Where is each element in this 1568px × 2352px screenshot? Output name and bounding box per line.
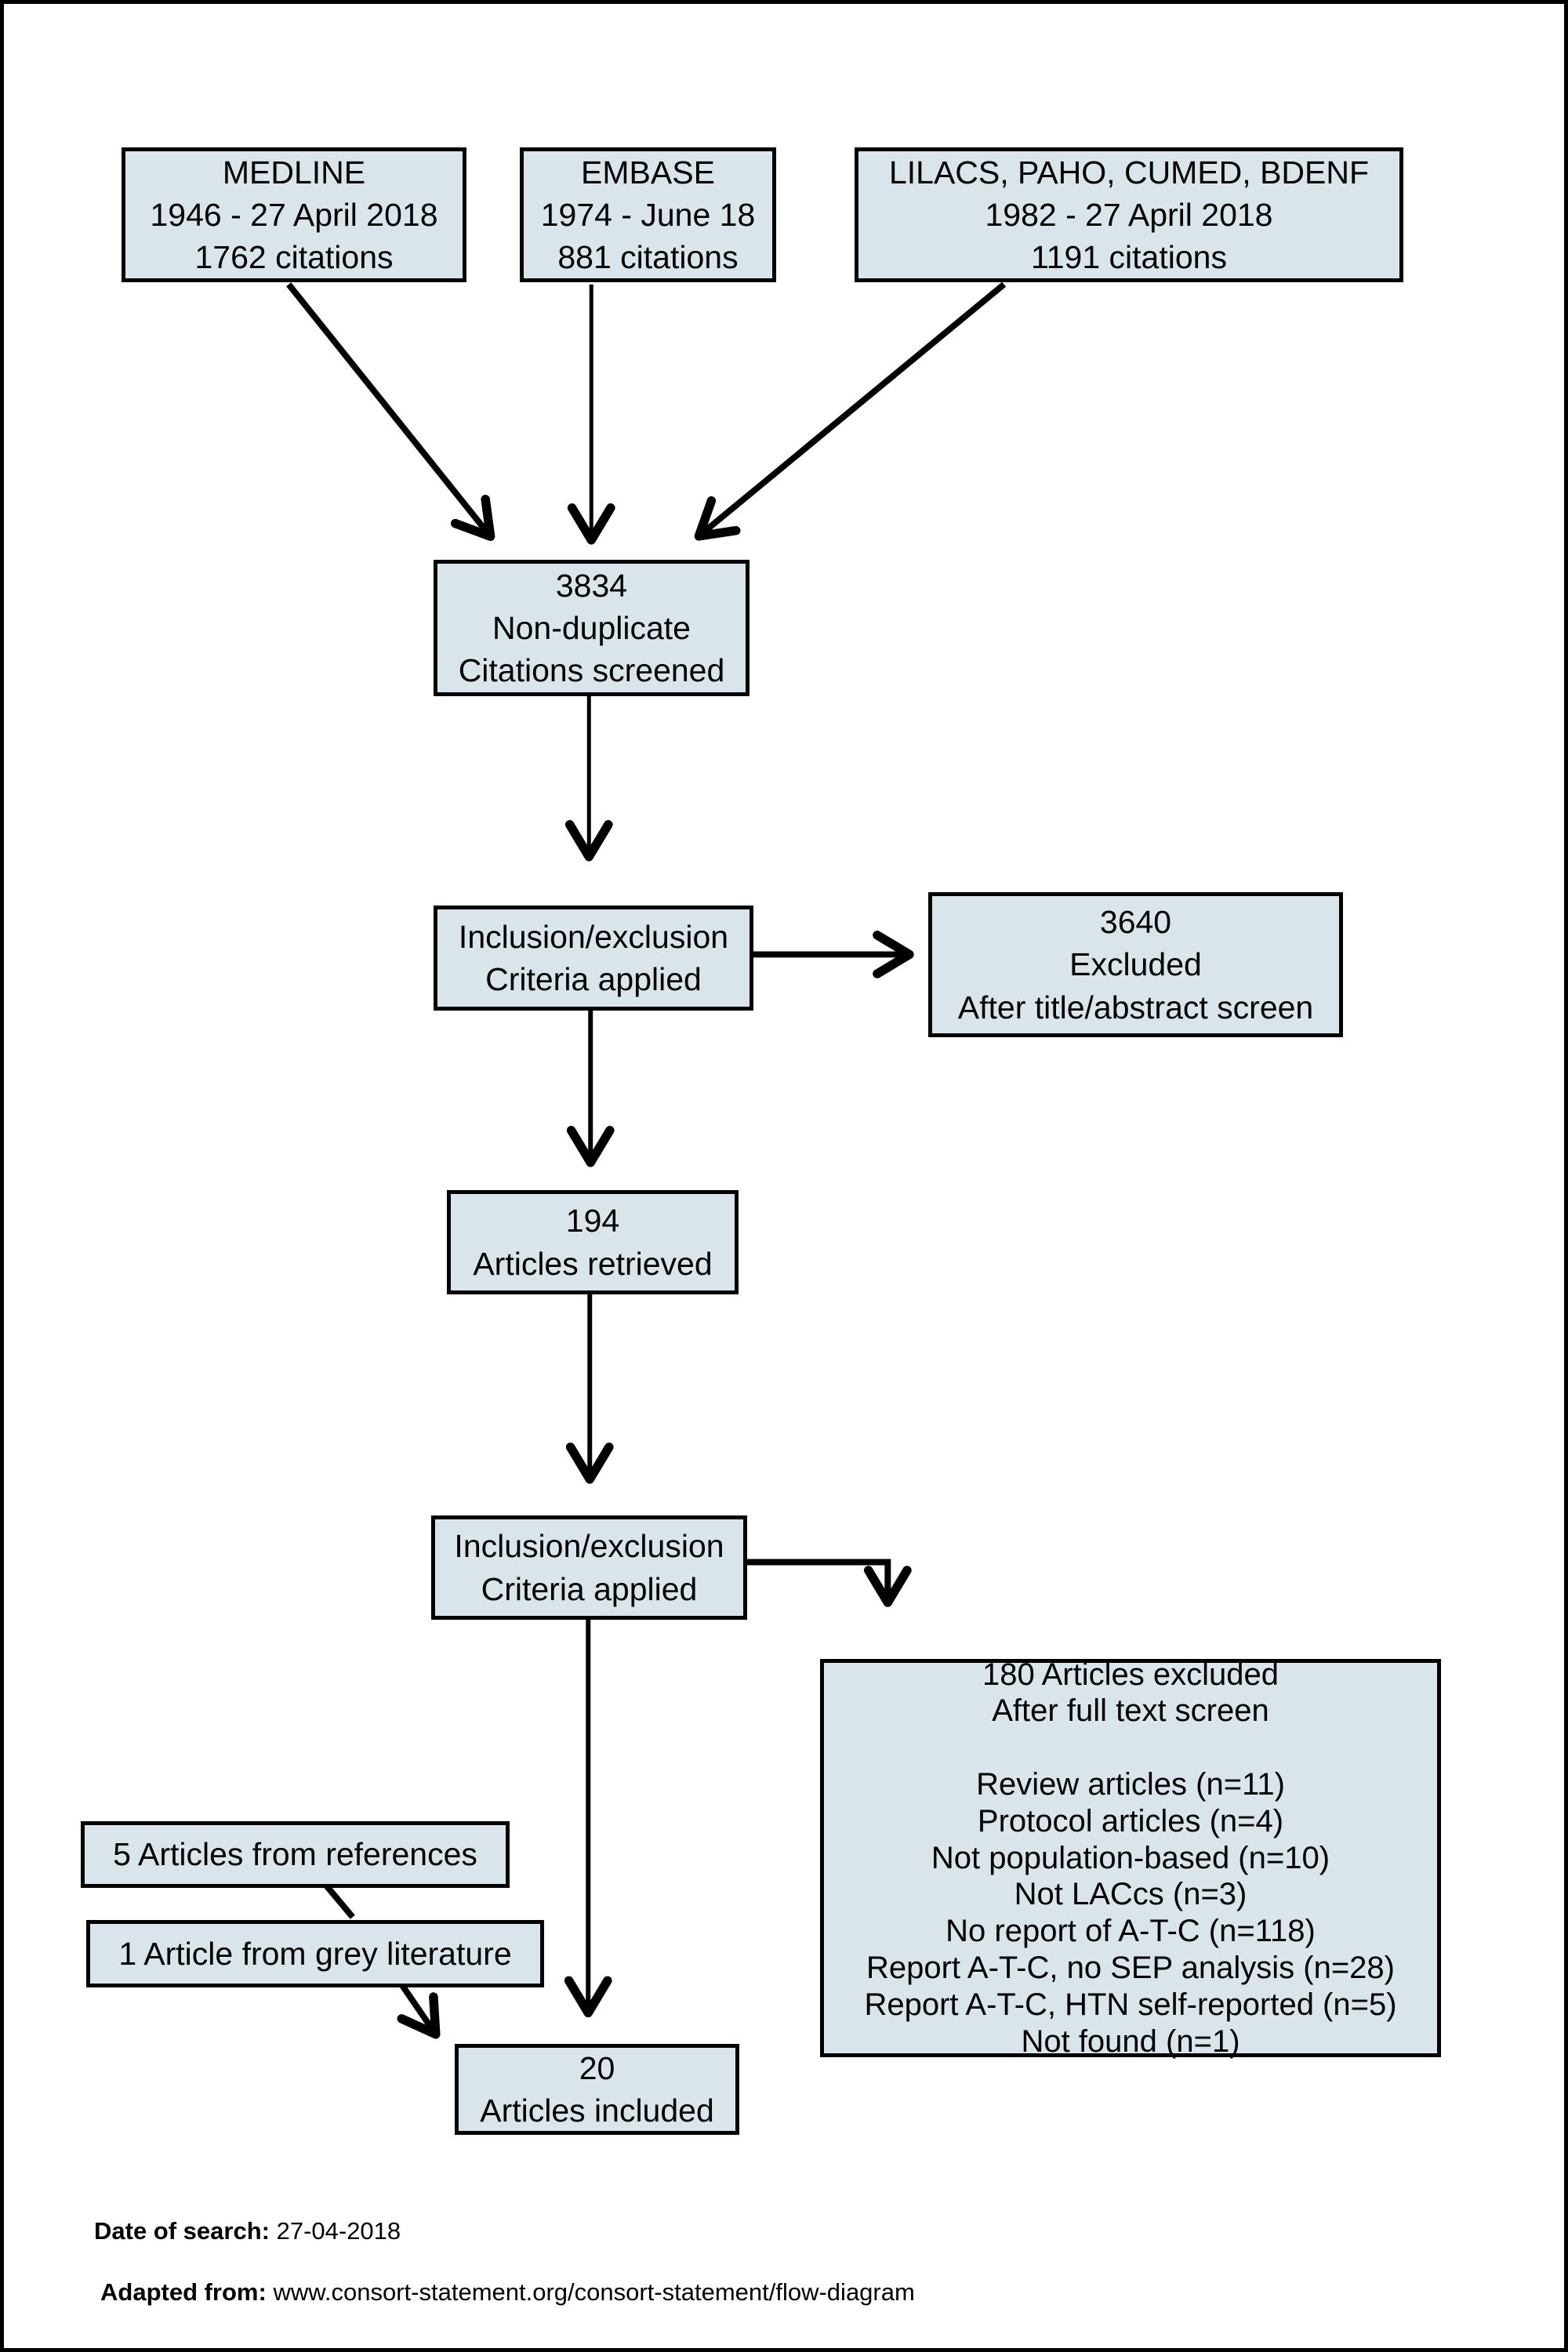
footer-date-label: Date of search:	[94, 2217, 270, 2245]
box-articles-included: 20 Articles included	[455, 2044, 739, 2135]
box-excluded-title-abstract: 3640 Excluded After title/abstract scree…	[928, 892, 1343, 1037]
box-article-from-grey-literature: 1 Article from grey literature	[86, 1920, 544, 1987]
box-articles-retrieved: 194 Articles retrieved	[447, 1190, 739, 1294]
arrow-criteria2-to-excluded2	[743, 1559, 912, 1607]
footer-adapted-label: Adapted from:	[100, 2278, 267, 2306]
box-inclusion-exclusion-criteria-2: Inclusion/exclusion Criteria applied	[431, 1515, 747, 1620]
footer-date-value: 27-04-2018	[269, 2217, 401, 2245]
footer-date-of-search: Date of search: 27-04-2018	[94, 2216, 401, 2245]
arrow-lilacs-to-screened	[694, 281, 1007, 541]
arrow-medline-to-screened	[286, 282, 495, 541]
footer-adapted-from: Adapted from: www.consort-statement.org/…	[100, 2278, 915, 2307]
box-embase-source: EMBASE 1974 - June 18 881 citations	[520, 147, 776, 282]
box-lilacs-source: LILACS, PAHO, CUMED, BDENF 1982 - 27 Apr…	[855, 147, 1403, 282]
box-articles-from-references: 5 Articles from references	[81, 1821, 510, 1888]
footer-adapted-value: www.consort-statement.org/consort-statem…	[266, 2278, 915, 2306]
box-inclusion-exclusion-criteria-1: Inclusion/exclusion Criteria applied	[434, 906, 753, 1011]
box-nonduplicate-citations-screened: 3834 Non-duplicate Citations screened	[434, 560, 750, 696]
box-excluded-full-text: 180 Articles excluded After full text sc…	[820, 1657, 1441, 2059]
box-medline-source: MEDLINE 1946 - 27 April 2018 1762 citati…	[122, 147, 466, 282]
